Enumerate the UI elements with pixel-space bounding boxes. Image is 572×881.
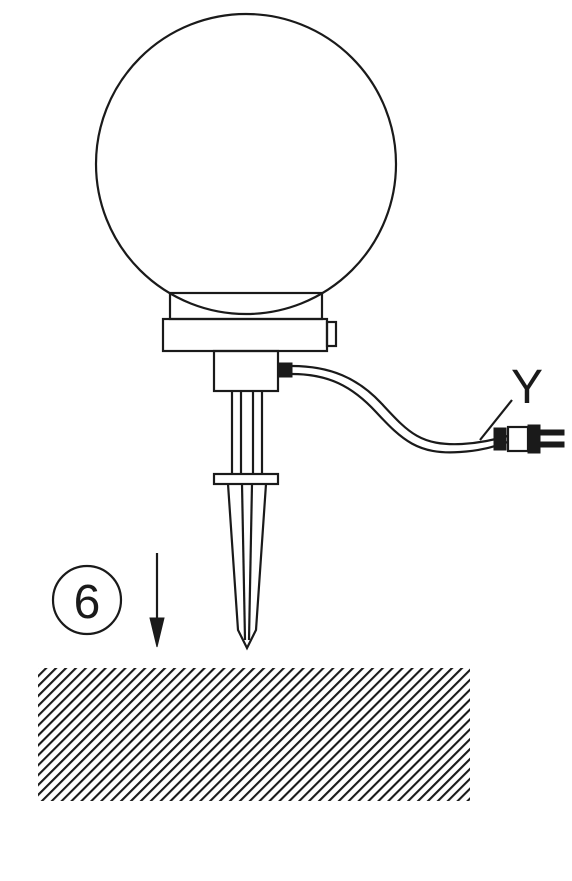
base-ring [161, 317, 329, 353]
cable-gland [277, 362, 293, 378]
spike-flange [212, 472, 280, 486]
lamp-base [161, 291, 338, 393]
base-switch [325, 320, 338, 348]
cable-label: Y [511, 361, 543, 414]
plug-pin-top [539, 429, 565, 436]
callout-leader-y [479, 399, 513, 441]
power-cable [277, 362, 565, 454]
plug [493, 424, 565, 454]
cable-line-upper [291, 364, 509, 446]
spike-tip [226, 483, 268, 651]
ground-hatch [38, 668, 470, 801]
step-callout: 6 [51, 564, 123, 636]
plug-body-left [493, 427, 507, 451]
insert-arrow [149, 553, 165, 648]
globe [94, 12, 398, 316]
plug-body [506, 425, 530, 453]
spike-tip-rib-left [240, 483, 247, 641]
cable-line-lower [291, 372, 509, 454]
spike-tip-rib-right [247, 483, 254, 641]
arrow-head [149, 617, 165, 648]
globe-sphere [94, 12, 398, 316]
step-circle [51, 564, 123, 636]
plug-head [527, 424, 541, 454]
ground-spike [212, 391, 280, 651]
step-number: 6 [74, 576, 101, 629]
base-collar [168, 291, 324, 321]
socket-housing [212, 349, 280, 393]
plug-pin-bottom [539, 441, 565, 448]
